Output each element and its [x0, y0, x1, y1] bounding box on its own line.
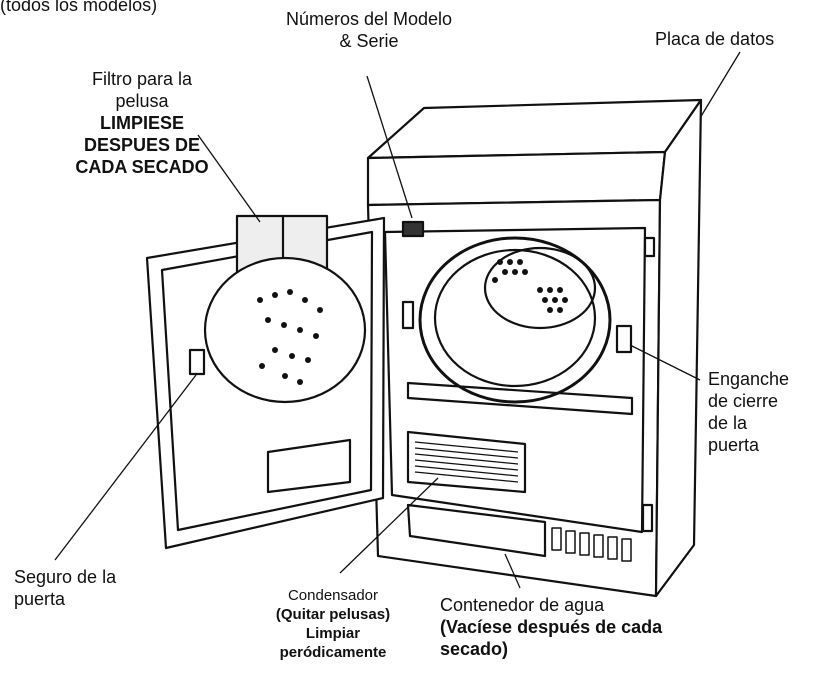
- label-door-catch-line3: de la: [708, 413, 748, 433]
- label-water-container-line2: (Vacíese después de cada: [440, 617, 663, 637]
- label-model-serial: Números del Modelo & Serie: [266, 8, 472, 52]
- label-lint-filter-line3: LIMPIESE: [99, 113, 184, 133]
- label-lint-filter-line2: pelusa: [115, 91, 169, 111]
- label-condenser-line3: Limpiar: [305, 625, 361, 642]
- label-door-catch-line1: Enganche: [708, 369, 790, 389]
- condenser-grille: [406, 430, 527, 494]
- drum-opening: [418, 236, 612, 404]
- label-model-serial-line2: & Serie: [339, 31, 399, 51]
- label-lint-filter-line5: CADA SECADO: [75, 157, 209, 177]
- label-condenser-line4: peródicamente: [279, 644, 387, 661]
- cabinet-top-front: [366, 150, 667, 207]
- label-data-plate: Placa de datos: [655, 29, 775, 49]
- label-door-catch: Enganche de cierre de la puerta: [708, 368, 789, 456]
- label-door-lock-line1: Seguro de la: [14, 567, 117, 587]
- label-door-catch-line4: puerta: [708, 435, 760, 455]
- label-water-container-line3: secado): [440, 639, 509, 659]
- label-condenser-line1: Condensador: [287, 587, 379, 604]
- cabinet-top: [366, 98, 703, 160]
- label-water-container: Contenedor de agua (Vacíese después de c…: [440, 594, 662, 660]
- label-door-lock-line2: puerta: [14, 589, 66, 609]
- label-lint-filter-line1: Filtro para la: [91, 69, 193, 89]
- door-catch: [615, 324, 633, 354]
- label-model-serial-line1: Números del Modelo: [285, 9, 453, 29]
- label-door-catch-line2: de cierre: [708, 391, 779, 411]
- top-fragment: (todos los modelos): [0, 0, 158, 15]
- label-condenser: Condensador (Quitar pelusas) Limpiar per…: [248, 586, 418, 662]
- label-door-lock: Seguro de la puerta: [14, 566, 116, 610]
- door-lock: [188, 348, 206, 376]
- model-serial-plate: [401, 220, 425, 238]
- label-water-container-line1: Contenedor de agua: [440, 595, 605, 615]
- label-lint-filter-line4: DESPUES DE: [83, 135, 201, 155]
- label-condenser-line2: (Quitar pelusas): [275, 606, 391, 623]
- cabinet-side: [654, 98, 703, 598]
- water-container: [406, 503, 547, 558]
- label-lint-filter: Filtro para la pelusa LIMPIESE DESPUES D…: [52, 68, 232, 178]
